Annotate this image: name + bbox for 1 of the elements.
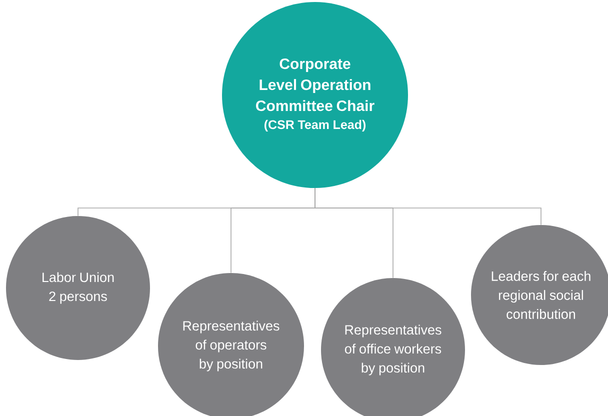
connector-line <box>314 188 542 226</box>
